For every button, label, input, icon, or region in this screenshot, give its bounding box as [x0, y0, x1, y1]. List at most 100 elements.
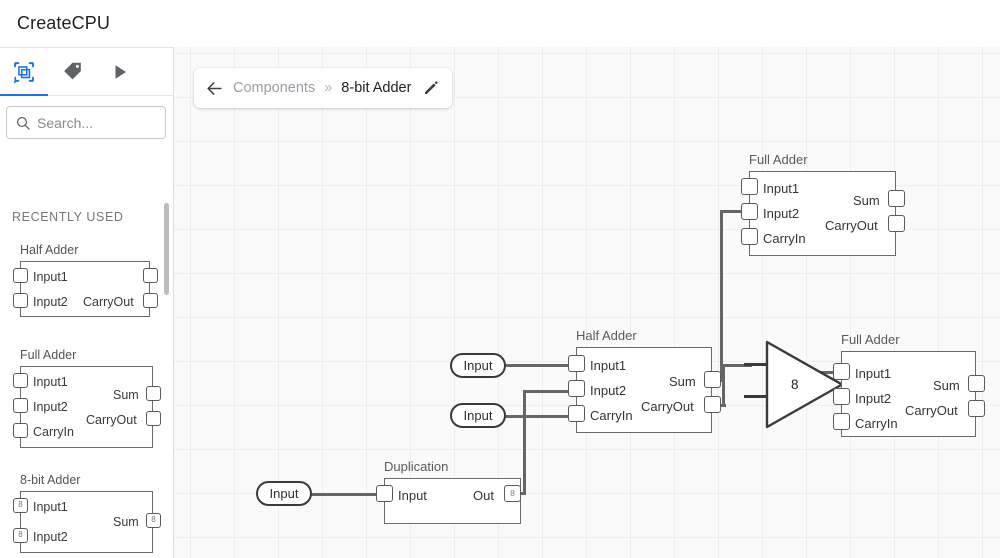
tab-components[interactable] [0, 48, 48, 96]
port-label-input2: Input2 [590, 383, 627, 398]
wire-dup-out-seg3 [523, 390, 576, 394]
wire-halfadder-carryout-to-bus [722, 364, 752, 368]
port-input[interactable] [376, 485, 393, 502]
port-label-carryout: CarryOut [825, 218, 878, 233]
node-title: Duplication [384, 459, 449, 474]
tag-icon [63, 62, 81, 80]
port-carryout[interactable] [143, 293, 158, 308]
port-label-carryin: CarryIn [590, 408, 633, 423]
wire-halfadder-carryout-seg2 [722, 365, 726, 407]
bus-input-stub-top [744, 363, 766, 367]
bus-input-stub-bottom [744, 395, 766, 399]
port-input1[interactable] [741, 178, 758, 195]
breadcrumb: Components » 8-bit Adder [194, 68, 453, 108]
port-sum[interactable]: 8 [146, 513, 161, 528]
port-input2[interactable] [13, 398, 28, 413]
tab-tags[interactable] [48, 48, 96, 95]
component-icon [14, 61, 34, 83]
node-body [841, 351, 976, 437]
component-title: 8-bit Adder [20, 473, 81, 487]
port-label-carryin: CarryIn [763, 231, 806, 246]
node-title: Full Adder [749, 152, 808, 167]
port-label-input2: Input2 [33, 295, 68, 309]
component-body [20, 491, 153, 553]
port-carryout[interactable] [704, 396, 721, 413]
port-label-carryout: CarryOut [905, 403, 958, 418]
sidebar-tabbar [0, 48, 173, 96]
port-carryin[interactable] [568, 405, 585, 422]
port-sum[interactable] [968, 375, 985, 392]
search-box[interactable] [6, 106, 166, 139]
wire-halfadder-sum-seg2 [720, 210, 724, 382]
port-input1[interactable] [13, 268, 28, 283]
port-label-carryout: CarryOut [86, 413, 137, 427]
wire-pin3-to-duplication-input [311, 493, 383, 497]
component-title: Full Adder [20, 348, 77, 362]
port-carryin[interactable] [833, 413, 850, 430]
component-title: Half Adder [20, 243, 79, 257]
port-label-carryin: CarryIn [855, 416, 898, 431]
port-input2[interactable] [833, 388, 850, 405]
port-out[interactable]: 8 [504, 485, 521, 502]
input-pin-3[interactable]: Input [256, 481, 312, 506]
node-title: Half Adder [576, 328, 637, 343]
port-sum[interactable] [704, 371, 721, 388]
port-sum[interactable] [888, 190, 905, 207]
schematic-canvas[interactable]: Components » 8-bit Adder Ful [174, 47, 1000, 558]
port-label-input: Input [398, 488, 427, 503]
section-label-recently-used: RECENTLY USED [12, 210, 124, 224]
app-title: CreateCPU [17, 13, 110, 33]
wire-pin2-to-halfadder-carryin [505, 415, 575, 419]
port-carryout[interactable] [968, 400, 985, 417]
sidebar: RECENTLY USED Half Adder Input1 Input2 S… [0, 47, 174, 558]
arrow-left-icon[interactable] [205, 79, 224, 98]
search-input[interactable] [37, 114, 157, 131]
breadcrumb-parent[interactable]: Components [233, 80, 316, 96]
port-input2[interactable]: 8 [13, 528, 28, 543]
port-carryin[interactable] [13, 423, 28, 438]
title-bar: CreateCPU [0, 0, 1000, 47]
port-label-input2: Input2 [855, 391, 892, 406]
port-label-input2: Input2 [33, 530, 68, 544]
port-input2[interactable] [568, 380, 585, 397]
input-pin-2[interactable]: Input [450, 403, 506, 428]
port-label-input1: Input1 [33, 270, 68, 284]
breadcrumb-separator: » [324, 80, 333, 96]
port-sum[interactable] [143, 268, 158, 283]
wire-dup-out-seg2 [523, 390, 527, 495]
port-input1[interactable] [833, 363, 850, 380]
pencil-icon[interactable] [423, 80, 439, 96]
port-label-sum: Sum [933, 378, 960, 393]
port-label-out: Out [473, 488, 494, 503]
port-label-sum: Sum [113, 388, 139, 402]
bus-width-label: 8 [791, 377, 799, 392]
port-label-input1: Input1 [855, 366, 892, 381]
port-sum[interactable] [146, 386, 161, 401]
port-carryout[interactable] [146, 411, 161, 426]
port-input1[interactable]: 8 [13, 498, 28, 513]
search-icon [16, 116, 30, 130]
port-carryout[interactable] [888, 215, 905, 232]
port-label-carryin: CarryIn [33, 425, 74, 439]
node-body [384, 478, 521, 524]
bus-triangle-icon [765, 340, 844, 429]
input-pin-1[interactable]: Input [450, 353, 506, 378]
port-input2[interactable] [13, 293, 28, 308]
component-body [20, 261, 150, 317]
tab-run[interactable] [96, 48, 144, 95]
port-label-carryout: CarryOut [641, 399, 694, 414]
breadcrumb-current[interactable]: 8-bit Adder [341, 80, 412, 96]
node-body [576, 347, 712, 433]
wire-bus-to-fulladder-input1 [815, 371, 836, 375]
port-input2[interactable] [741, 203, 758, 220]
port-input1[interactable] [13, 373, 28, 388]
port-carryin[interactable] [741, 228, 758, 245]
sidebar-scrollbar-thumb[interactable] [164, 203, 169, 295]
wire-pin1-to-halfadder-input1 [505, 364, 575, 368]
port-label-input1: Input1 [590, 358, 627, 373]
play-icon [115, 64, 126, 79]
port-label-input1: Input1 [33, 375, 68, 389]
port-input1[interactable] [568, 355, 585, 372]
port-label-sum: Sum [669, 374, 696, 389]
